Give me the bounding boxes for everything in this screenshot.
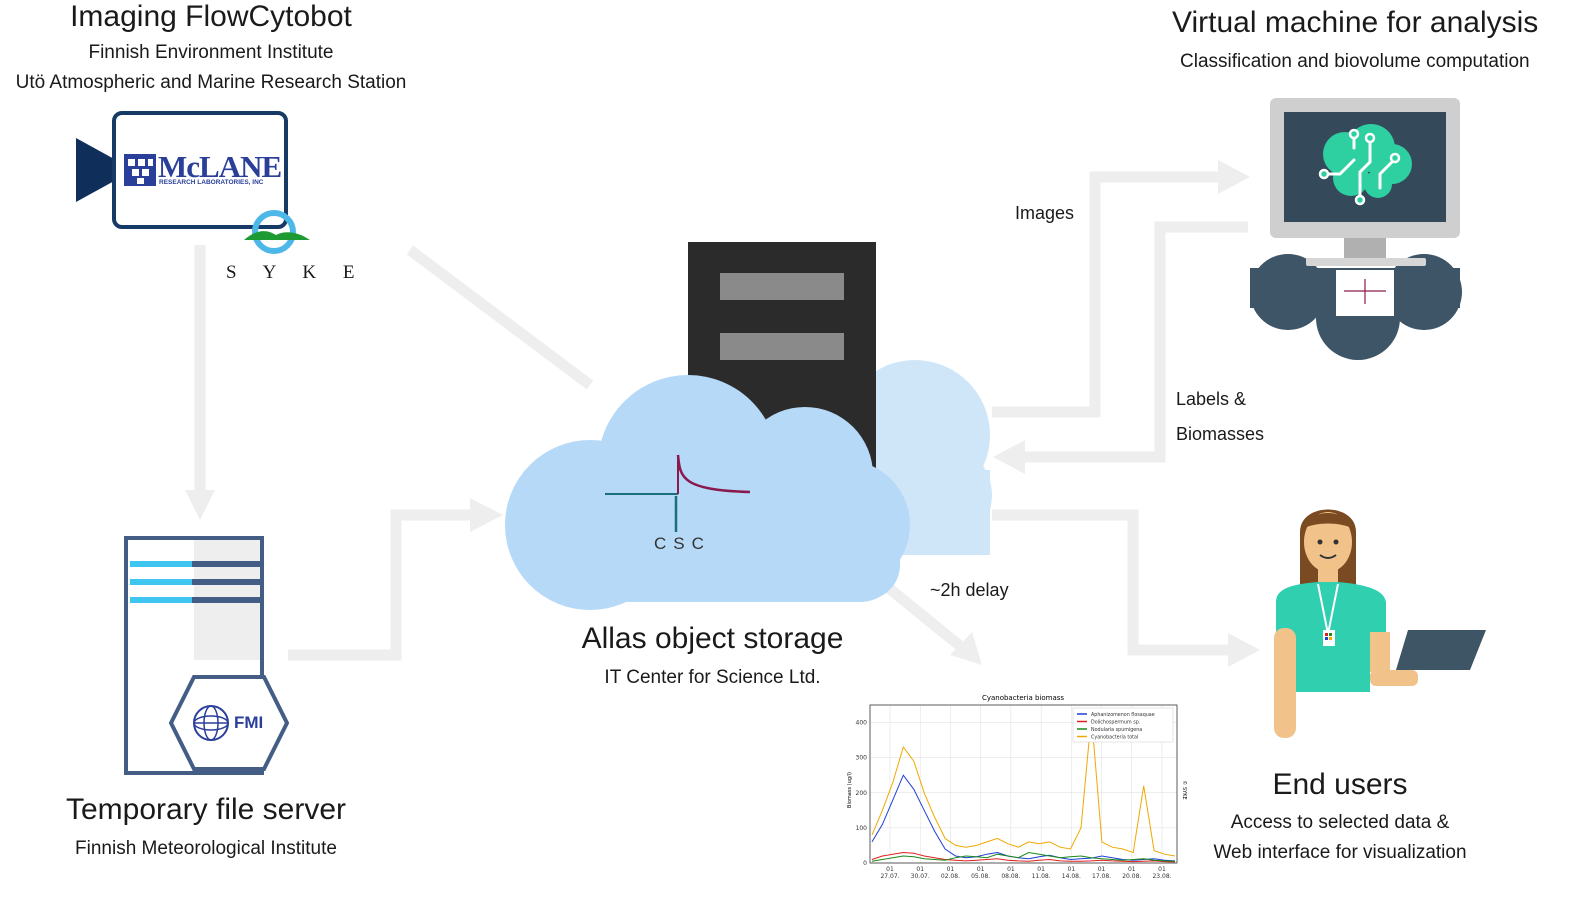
end-users-title: End users: [1272, 768, 1408, 801]
chart-x-tick-label: 01: [1158, 866, 1166, 873]
file-server-subtitle: Finnish Meteorological Institute: [75, 838, 337, 859]
arrow-labels: [1020, 221, 1248, 463]
chart-y-axis-label: Biomass (ug/l): [847, 772, 853, 808]
chart-x-tick-label: 01: [977, 866, 985, 873]
end-users-line2: Web interface for visualization: [1213, 842, 1467, 863]
chart-x-tick-label: 02.08.: [941, 873, 960, 880]
chart-x-tick-label: 01: [1098, 866, 1106, 873]
chart-x-tick-label: 14.08.: [1062, 873, 1081, 880]
chart-x-tick-label: 01: [947, 866, 955, 873]
chart-legend-label: Aphanizomenon flosaquae: [1091, 712, 1155, 718]
chart-series-line: [871, 774, 1176, 862]
vm-title: Virtual machine for analysis: [1172, 6, 1539, 39]
chart-x-tick-label: 01: [1037, 866, 1045, 873]
chart-x-tick-label: 01: [1068, 866, 1076, 873]
chart-y-tick-label: 100: [856, 825, 868, 832]
arrow-to-users: [992, 509, 1235, 656]
vm-subtitle: Classification and biovolume computation: [1180, 51, 1530, 72]
arrow-delay: [881, 580, 969, 655]
file-server-title: Temporary file server: [65, 793, 347, 826]
chart-x-tick-label: 30.07.: [911, 873, 930, 880]
chart-x-ticks: 0127.07.0130.07.0102.08.0105.08.0108.08.…: [880, 866, 1171, 880]
chart-x-tick-label: 01: [886, 866, 894, 873]
labels-label-line1: Labels &: [1176, 389, 1247, 409]
file-server-icon: [120, 535, 295, 780]
flowcytobot-title: Imaging FlowCytobot: [70, 0, 352, 33]
chart-watermark: © SYKE: [1181, 780, 1188, 799]
arrow-server-to-cloud: [288, 509, 475, 661]
end-users-line1: Access to selected data &: [1230, 812, 1450, 833]
allas-storage-subtitle: IT Center for Science Ltd.: [604, 667, 821, 688]
chart-series-line: [871, 851, 1176, 863]
chart-title: Cyanobacteria biomass: [982, 694, 1064, 702]
flowcytobot-station: Utö Atmospheric and Marine Research Stat…: [15, 72, 407, 93]
chart-series-line: [871, 715, 1176, 857]
chart-x-tick-label: 01: [916, 866, 924, 873]
chart-series-line: [871, 851, 1176, 862]
chart-y-tick-label: 0: [863, 860, 867, 867]
chart-x-tick-label: 05.08.: [971, 873, 990, 880]
fmi-logo-text: FMI: [234, 713, 264, 732]
chart-lines: [871, 715, 1176, 863]
chart-x-tick-label: 17.08.: [1092, 873, 1111, 880]
images-label: Images: [1015, 203, 1075, 223]
delay-label: ~2h delay: [930, 580, 1009, 600]
end-user-person-icon: [1266, 492, 1491, 752]
flowcytobot-institute: Finnish Environment Institute: [88, 42, 334, 63]
chart-legend-label: Cyanobacteria total: [1091, 735, 1138, 741]
cyanobacteria-chart: Cyanobacteria biomass Biomass (ug/l) © S…: [835, 690, 1190, 892]
syke-logo-icon: [240, 208, 312, 258]
chart-legend-label: Nodularia spumigena: [1091, 727, 1142, 733]
chart-y-tick-label: 400: [856, 720, 868, 727]
chart-plot-frame: [869, 704, 1178, 864]
chart-y-tick-label: 300: [856, 755, 868, 762]
mclane-logo-subtext: RESEARCH LABORATORIES, INC: [159, 179, 264, 186]
cyanobacteria-chart-svg: Cyanobacteria biomass Biomass (ug/l) © S…: [847, 694, 1188, 880]
allas-storage-title: Allas object storage: [581, 622, 844, 655]
chart-y-ticks: 0 100 200 300 400: [856, 720, 868, 867]
chart-legend-label: Dolichospermum sp.: [1091, 720, 1140, 726]
chart-x-tick-label: 08.08.: [1001, 873, 1020, 880]
flowcytobot-camera-icon: [74, 110, 334, 290]
chart-x-tick-label: 01: [1128, 866, 1136, 873]
chart-y-tick-label: 200: [856, 790, 868, 797]
allas-storage-cloud-icon: [500, 240, 995, 610]
chart-x-tick-label: 20.08.: [1122, 873, 1141, 880]
labels-label-line2: Biomasses: [1176, 424, 1265, 444]
chart-x-tick-label: 27.07.: [880, 873, 899, 880]
csc-logo-text: CSC: [654, 534, 711, 553]
chart-x-tick-label: 11.08.: [1032, 873, 1051, 880]
arrow-cytobot-to-cloud: [406, 245, 594, 390]
arrow-images: [992, 171, 1225, 418]
mclane-logo-text: McLANE: [158, 149, 282, 184]
chart-x-tick-label: 23.08.: [1152, 873, 1171, 880]
vm-monitor-icon: [1248, 96, 1463, 361]
chart-legend-box: [1072, 707, 1174, 743]
syke-logo-text: S Y K E: [226, 262, 366, 283]
chart-x-tick-label: 01: [1007, 866, 1015, 873]
